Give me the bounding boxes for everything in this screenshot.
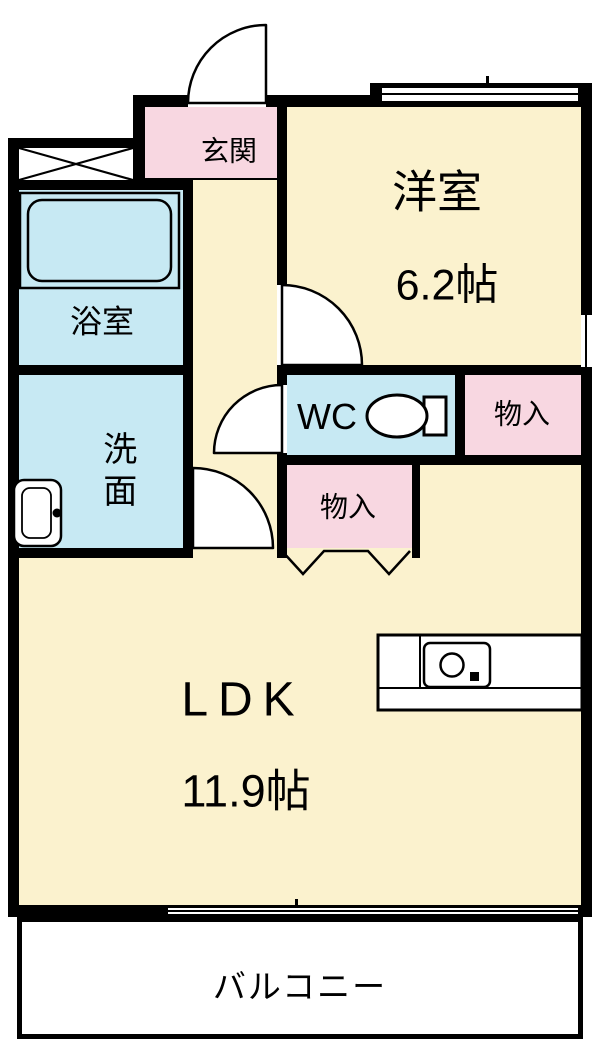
ldk-size-label: 11.9帖 (181, 765, 311, 817)
genkan-label: 玄関 (200, 135, 258, 167)
wall-storage-center-right (412, 465, 420, 558)
wall-hall-right-lower (277, 453, 287, 558)
wc-door-arc (212, 383, 284, 455)
ldk-label: LDK (181, 673, 305, 727)
wall-hall-right-upper (277, 95, 287, 285)
stove-icon (422, 641, 492, 689)
wall-senmen-ldk (8, 548, 193, 558)
wall-xbox-top (8, 138, 145, 148)
wc-label: WC (297, 396, 357, 438)
genkan-step-line (145, 178, 277, 180)
shaft-x-hatch (18, 146, 134, 182)
stove-knob-icon (470, 672, 479, 681)
wall-xbox-bottom (8, 180, 193, 190)
closet-bifold-doors (281, 549, 411, 576)
window-top-line (382, 93, 578, 95)
youshitsu-label: 洋室 (391, 166, 483, 218)
room-ldk-fill (19, 548, 582, 905)
fixtures (12, 146, 584, 1039)
wall-bath-senmen (8, 365, 193, 375)
balcony-outline (17, 917, 583, 1039)
wall-top-a (133, 95, 188, 107)
youshitsu-door-arc (280, 283, 364, 367)
wall-below-wc (277, 455, 592, 465)
storage-right-label: 物入 (493, 398, 551, 430)
bathtub-inner (26, 198, 173, 283)
bath-label: 浴室 (69, 303, 135, 340)
room-storage-center-fill (287, 465, 412, 548)
storage-center-label: 物入 (319, 491, 377, 523)
room-ldk-upper-fill (420, 465, 582, 558)
wall-wc-storage-divider (455, 365, 465, 465)
wall-genkan-left (133, 98, 145, 190)
wall-right-outer (581, 83, 592, 917)
bathtub-outer (18, 191, 181, 290)
doors (186, 23, 364, 550)
wall-wc-top (277, 365, 592, 375)
room-bath-fill (19, 190, 183, 365)
senmen-label: 洗面 (97, 431, 136, 515)
window-bottom-line (168, 910, 578, 912)
tick-mark-top (486, 76, 489, 97)
balcony-label: バルコニー (212, 967, 388, 1005)
room-genkan-fill (145, 107, 277, 180)
window-right-line (585, 315, 587, 367)
room-fills (19, 107, 582, 905)
entrance-door-arc (186, 23, 268, 105)
room-storage-right-fill (465, 375, 581, 455)
sink-bowl (21, 487, 52, 539)
kitchen-counter (376, 633, 584, 712)
window-center-lines (168, 93, 587, 912)
stove-burner-icon (439, 652, 465, 678)
hall-ldk-door-arc (191, 466, 275, 550)
sink-faucet-icon (52, 508, 62, 518)
toilet-bowl (365, 393, 429, 439)
youshitsu-size-label: 6.2帖 (395, 261, 499, 310)
